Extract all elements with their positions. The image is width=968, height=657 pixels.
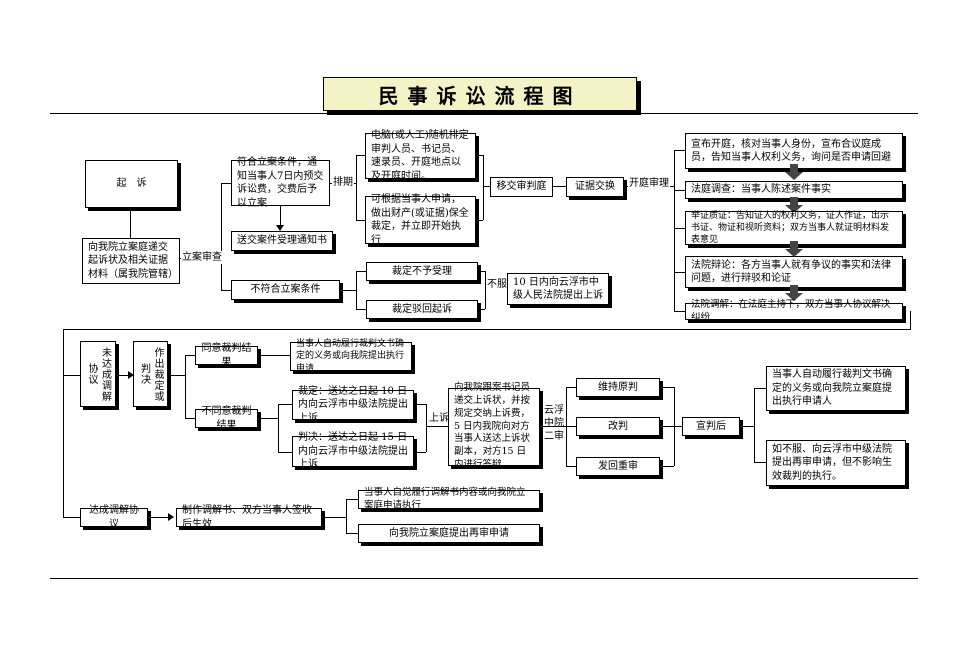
- label-bufu: 不服: [486, 278, 508, 291]
- node-zijue: 当事人自觉履行调解书内容或向我院立案庭申请执行: [358, 487, 540, 511]
- node-dacheng: 达成调解协议: [80, 505, 148, 530]
- top-divider: [50, 113, 918, 114]
- label-ershen: 云浮中院二审: [544, 405, 564, 442]
- node-tiaojie: 法院调解：在法庭主持下，双方当事人协议解决纠纷: [685, 299, 903, 323]
- node-butongyi: 不同意裁判结果: [195, 406, 258, 431]
- node-zuochu: 作出裁定或判决: [133, 341, 168, 407]
- node-bohui: 裁定驳回起诉: [366, 300, 478, 319]
- node-weida: 未达成调解协议: [80, 341, 116, 407]
- node-zhizuo: 制作调解书、双方当事人签收后生效: [176, 505, 322, 530]
- node-xuanbu: 宣布开庭，核对当事人身份，宣布合议庭成员，告知当事人权利义务，询问是否申请回避: [685, 133, 903, 169]
- label-shangsu: 上诉: [428, 412, 450, 425]
- node-zidong-2: 当事人自动履行裁判文书确定的义务或向我院立案庭提出执行申请人: [766, 366, 906, 411]
- label-lian-shencha: 立案审查: [181, 251, 223, 264]
- node-zidong-1: 当事人自动履行裁判文书确定的义务或向我院提出执行申请: [290, 339, 412, 374]
- node-songda-tongzhi: 送交案件受理通知书: [231, 231, 333, 251]
- node-gaipan: 改判: [576, 417, 660, 436]
- label-paiqi: 排期: [332, 176, 354, 189]
- node-zhengju: 证据交换: [566, 177, 624, 197]
- node-yijiao: 移交审判庭: [490, 177, 553, 197]
- node-zaishen-3: 向我院立案庭提出再审申请: [358, 524, 540, 543]
- down-arrow-icon: [785, 164, 803, 180]
- node-fahui: 发回重审: [576, 457, 660, 476]
- node-bianlun: 法院辩论：各方当事人就有争议的事实和法律问题，进行辩驳和论证: [685, 256, 903, 288]
- node-submit: 向我院立案庭递交起诉状及相关证据材料（属我院管辖）: [82, 238, 180, 284]
- node-fuhe: 符合立案条件，通知当事人7日内预交诉讼费，交费后予以立案: [231, 157, 330, 209]
- node-bu-shouli: 裁定不予受理: [366, 262, 478, 281]
- down-arrow-icon: [785, 197, 803, 213]
- node-panjue: 判决：送达之日起 15 日内向云浮市中级法院提出上诉: [292, 432, 414, 470]
- node-caiding: 裁定：送达之日起 10 日内向云浮市中级法院提出上诉: [292, 386, 414, 424]
- node-bufuhe: 不符合立案条件: [231, 280, 340, 300]
- node-shangsu-10: 10 日内向云浮市中级人民法院提出上诉: [507, 273, 609, 305]
- node-qisu: 起 诉: [85, 160, 178, 208]
- node-baoquan: 可根据当事人申请，做出财产(或证据)保全裁定，并立即开始执行: [365, 194, 476, 246]
- down-arrow-icon: [785, 241, 803, 257]
- node-juzheng: 举证质证：告知证人的权利义务，证人作证，出示书证、物证和视听资料；双方当事人就证…: [685, 211, 903, 245]
- node-xuanpanhou: 宣判后: [682, 417, 740, 436]
- node-genban: 向我院跟案书记员递交上诉状，并按规定交纳上诉费，5 日内我院向对方当事人送达上诉…: [448, 382, 540, 470]
- down-arrow-icon: [785, 285, 803, 301]
- node-dian-nao: 电脑(或人工)随机排定审判人员、书记员、速录员、开庭地点以及开庭时间。: [365, 130, 476, 182]
- node-weichi: 维持原判: [576, 378, 660, 397]
- node-zaishen-2: 如不服、向云浮市中级法院提出再审申请，但不影响生效裁判的执行。: [766, 440, 906, 486]
- bottom-divider: [50, 578, 918, 579]
- label-kaiting-shenli: 开庭审理: [628, 177, 670, 190]
- page-title: 民事诉讼流程图: [323, 77, 637, 111]
- node-tongyi: 同意裁判结果: [195, 343, 258, 368]
